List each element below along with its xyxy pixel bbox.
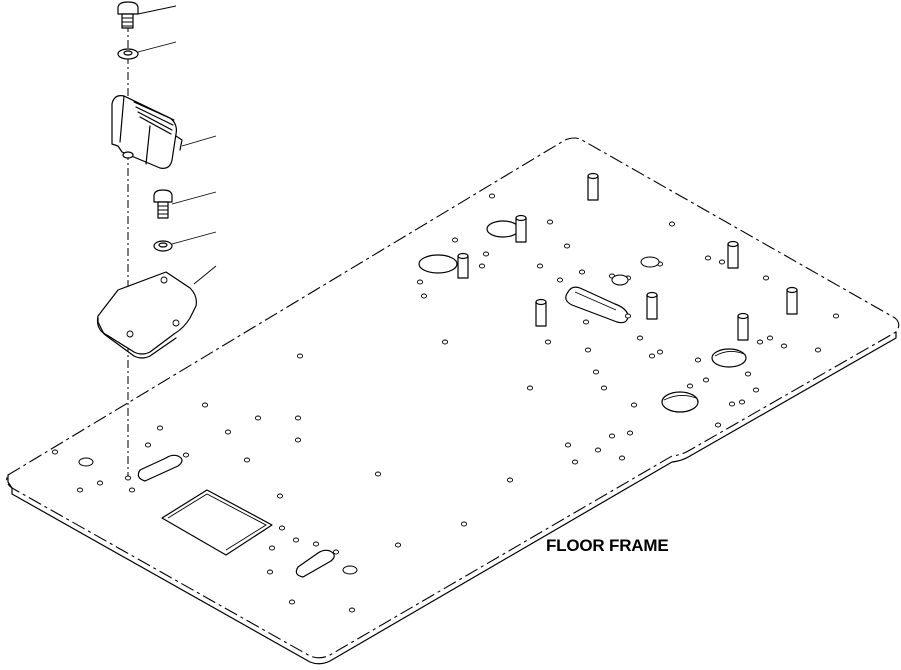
mounting-bracket [111,95,183,169]
bolt-hole [441,339,449,345]
large-hole [611,274,629,286]
rectangular-cutout [161,489,273,556]
bolt-hole [544,339,552,345]
middle-washer [153,240,173,252]
bolt-hole [348,607,356,613]
bolt-hole [668,221,676,227]
bolt-hole [144,442,152,448]
bolt-hole [294,415,302,421]
bolt-hole [394,542,402,548]
bolt-hole [630,402,638,408]
bolt-hole [488,193,496,199]
large-hole [342,565,358,575]
bolt-hole [756,339,764,345]
bolt-hole [832,313,840,319]
bolt-hole [536,263,544,269]
cover-plate [96,271,197,359]
bolt-hole [766,335,774,341]
bolt-hole [478,263,486,269]
bolt-hole [506,477,514,483]
bolt-hole [182,452,190,458]
bolt-hole [578,269,586,275]
top-washer [117,48,139,60]
bolt-hole [482,251,490,257]
bolt-hole [814,347,822,353]
slot-openings [137,220,747,578]
bolt-hole [648,353,656,359]
bolt-hole [294,437,302,443]
bolt-hole [744,371,752,377]
floor-frame-plate [6,137,900,665]
bolt-hole [563,243,571,249]
bolt-hole [618,455,626,461]
middle-bolt [153,189,173,219]
bolt-hole [584,347,592,353]
bolt-hole [702,377,710,383]
bolt-hole [718,259,726,265]
bolt-hole [374,471,382,477]
bolt-hole [451,237,459,243]
bolt-hole [626,430,634,436]
floor-frame-label: FLOOR FRAME [546,536,669,555]
bolt-hole [656,349,664,355]
bolt-hole [738,399,746,405]
bolt-hole [96,480,104,486]
bolt-hole [268,545,276,551]
bolt-hole [608,433,616,439]
standoff-studs [457,172,798,341]
leader-lines [137,5,217,285]
bolt-hole [571,459,579,465]
bolt-hole [296,353,304,359]
bolt-hole [546,219,554,225]
bolt-hole [592,369,600,375]
bolt-hole [526,385,534,391]
bolt-hole [254,415,262,421]
bolt-hole [266,569,274,575]
bolt-hole [201,402,209,408]
bolt-hole [278,525,286,531]
bolt-hole [780,343,788,349]
bolt-hole [686,383,694,389]
bolt-hole [420,293,428,299]
bolt-holes [51,193,840,613]
bolt-hole [704,255,712,261]
bolt-hole [762,275,770,281]
bolt-hole [594,447,602,453]
bolt-hole [694,357,702,363]
bolt-hole [312,541,320,547]
bolt-hole [624,313,632,319]
bolt-hole [714,422,722,428]
bolt-hole [124,475,132,481]
bolt-hole [600,385,608,391]
bolt-hole [636,335,644,341]
bolt-hole [728,401,736,407]
bolt-hole [564,442,572,448]
top-bolt [117,1,139,29]
bolt-hole [288,599,296,605]
bolt-hole [292,537,300,543]
bolt-hole [243,457,251,463]
bolt-hole [556,277,564,283]
bolt-hole [582,319,590,325]
bolt-hole [416,279,424,285]
bolt-hole [224,429,232,435]
bolt-hole [51,449,59,455]
bolt-hole [276,493,284,499]
bolt-hole [128,487,136,493]
bolt-hole [76,487,84,493]
large-hole [640,256,660,268]
bolt-hole [156,425,164,431]
bolt-hole [332,549,340,555]
bolt-hole [460,521,468,527]
large-hole [78,457,94,467]
bolt-hole [752,387,760,393]
